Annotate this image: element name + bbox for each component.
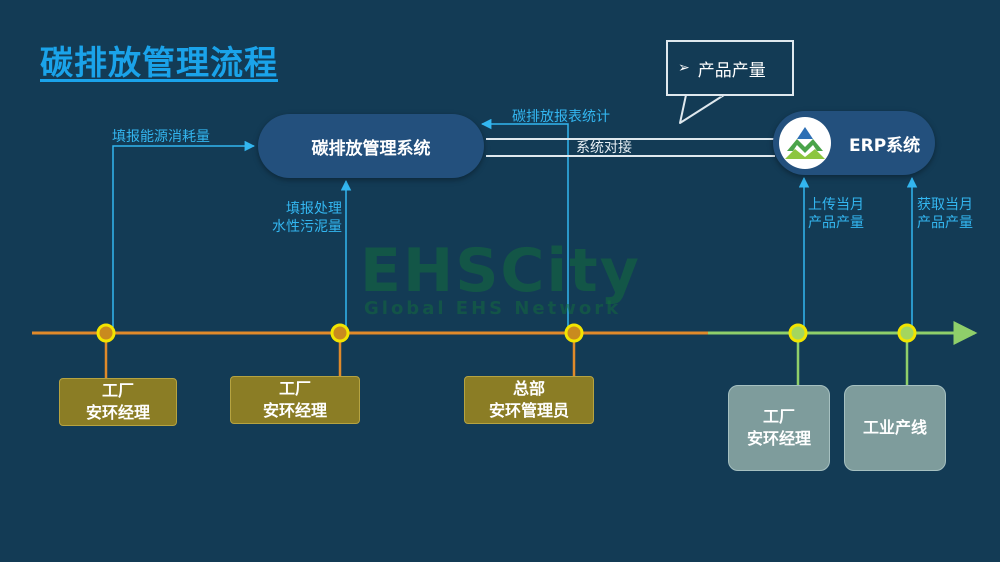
timeline-node-2 — [330, 323, 350, 343]
role-1-line2: 安环经理 — [85, 403, 150, 422]
erp-system-label: ERP系统 — [849, 135, 921, 156]
watermark-sub: Global EHS Network — [364, 298, 622, 319]
label-fill-sludge: 填报处理 水性污泥量 — [262, 200, 342, 236]
label-fill-sludge-line1: 填报处理 — [286, 201, 342, 217]
role-3-line1: 总部 — [512, 379, 545, 398]
label-fetch: 获取当月 产品产量 — [917, 196, 973, 232]
timeline-node-5 — [897, 323, 917, 343]
erp-logo-icon — [779, 117, 831, 169]
label-fetch-line1: 获取当月 — [917, 197, 973, 213]
carbon-management-system: 碳排放管理系统 — [258, 114, 484, 178]
role-1-line1: 工厂 — [101, 381, 134, 400]
label-report-stats: 碳排放报表统计 — [512, 109, 610, 125]
callout-tail — [679, 94, 725, 124]
role-4-line1: 工厂 — [762, 407, 795, 426]
label-fetch-line2: 产品产量 — [917, 215, 973, 231]
role-4-line2: 安环经理 — [746, 429, 811, 448]
role-2-line1: 工厂 — [278, 379, 311, 398]
role-box-factory-manager-3: 工厂 安环经理 — [728, 385, 830, 471]
role-3-line2: 安环管理员 — [488, 401, 569, 420]
role-box-production-line: 工业产线 — [844, 385, 946, 471]
timeline-node-4 — [788, 323, 808, 343]
callout-text: 产品产量 — [697, 60, 766, 81]
role-5-line1: 工业产线 — [862, 418, 927, 437]
timeline-node-1 — [96, 323, 116, 343]
label-upload: 上传当月 产品产量 — [808, 196, 864, 232]
label-upload-line2: 产品产量 — [808, 215, 864, 231]
label-system-link: 系统对接 — [576, 140, 632, 156]
erp-system: ERP系统 — [773, 111, 935, 175]
product-output-callout: ➢ 产品产量 — [666, 40, 794, 96]
watermark-main: EHSCity — [360, 236, 641, 306]
label-fill-sludge-line2: 水性污泥量 — [272, 219, 342, 235]
role-2-line2: 安环经理 — [262, 401, 327, 420]
carbon-system-label: 碳排放管理系统 — [311, 138, 431, 159]
label-upload-line1: 上传当月 — [808, 197, 864, 213]
page-title: 碳排放管理流程 — [40, 43, 278, 82]
role-box-factory-manager-1: 工厂 安环经理 — [59, 378, 177, 426]
arrow-report-stats — [480, 118, 569, 327]
label-fill-energy: 填报能源消耗量 — [112, 129, 210, 145]
arrow-fill-energy — [112, 140, 256, 327]
role-box-factory-manager-2: 工厂 安环经理 — [230, 376, 360, 424]
timeline-node-3 — [564, 323, 584, 343]
role-box-hq-admin: 总部 安环管理员 — [464, 376, 594, 424]
bullet-arrow-icon: ➢ — [678, 60, 690, 76]
